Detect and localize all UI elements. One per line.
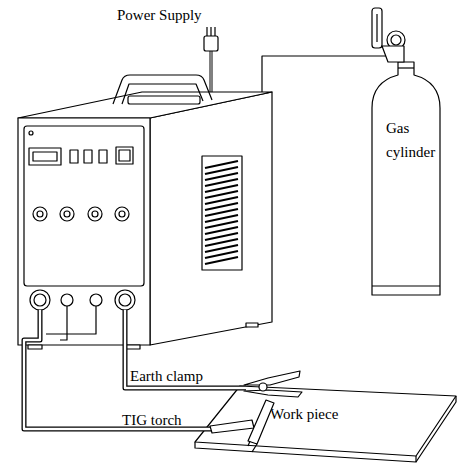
work-piece-outline <box>190 380 462 468</box>
earth-clamp-label: Earth clamp <box>130 367 203 385</box>
tig-torch-label: TIG torch <box>122 411 182 429</box>
gas-cylinder-outline <box>372 62 440 295</box>
knob <box>115 207 129 221</box>
gas-hose <box>262 56 388 95</box>
flowmeter-scale <box>376 14 377 42</box>
socket <box>61 294 73 306</box>
control-lead <box>60 306 67 340</box>
vent-slots <box>205 161 238 264</box>
welder-top <box>18 92 272 118</box>
gas-cylinder-label: Gas cylinder <box>386 116 444 164</box>
power-plug <box>204 36 218 51</box>
socket <box>90 294 102 306</box>
regulator-body <box>382 46 404 62</box>
work-piece-outline <box>416 396 456 462</box>
pressure-gauge <box>391 35 401 45</box>
flowmeter <box>372 8 382 48</box>
work-piece-outline <box>195 386 456 456</box>
foot <box>126 345 140 349</box>
pressure-gauge <box>387 31 405 49</box>
work-piece: Work piece <box>190 380 462 468</box>
gas-cylinder-outline <box>368 58 444 298</box>
front-panel <box>24 126 144 286</box>
indicator-lamp <box>29 131 33 135</box>
welder-front <box>18 118 150 345</box>
knob <box>119 211 125 217</box>
knob <box>37 211 43 217</box>
display <box>33 152 57 161</box>
carry-handle <box>113 75 212 104</box>
knob <box>60 207 74 221</box>
plug-pins <box>207 27 215 36</box>
earth-cable <box>125 310 246 388</box>
gas-cylinder-outline <box>372 285 440 286</box>
socket <box>115 290 135 310</box>
torch-cable <box>24 310 212 429</box>
power-switch <box>119 150 130 161</box>
work-piece-outline <box>195 442 416 462</box>
display <box>29 148 61 165</box>
socket <box>34 294 46 306</box>
power-supply-label: Power Supply <box>117 6 202 24</box>
foot <box>246 323 258 327</box>
foot <box>28 345 42 349</box>
carry-handle <box>122 84 203 104</box>
knob <box>88 207 102 221</box>
earth-cable <box>125 310 246 388</box>
gas-lead <box>46 306 96 334</box>
gas-cylinder-outline <box>398 67 414 68</box>
torch-cable <box>24 310 212 429</box>
work-piece-label: Work piece <box>270 402 380 426</box>
socket <box>119 294 131 306</box>
switch <box>99 150 107 163</box>
knob <box>33 207 47 221</box>
power-cord <box>210 50 213 92</box>
welder-side <box>150 92 272 345</box>
knob <box>64 211 70 217</box>
vent-slot <box>205 161 238 264</box>
power-switch <box>116 147 133 164</box>
switch <box>70 150 78 163</box>
earth-clamp <box>244 371 300 385</box>
knob <box>92 211 98 217</box>
vent-frame <box>202 156 242 270</box>
socket <box>30 290 50 310</box>
power-cord <box>211 50 212 92</box>
handle-base <box>128 96 200 104</box>
switch <box>84 150 92 163</box>
gas-cylinder: Gas cylinder <box>368 58 444 298</box>
